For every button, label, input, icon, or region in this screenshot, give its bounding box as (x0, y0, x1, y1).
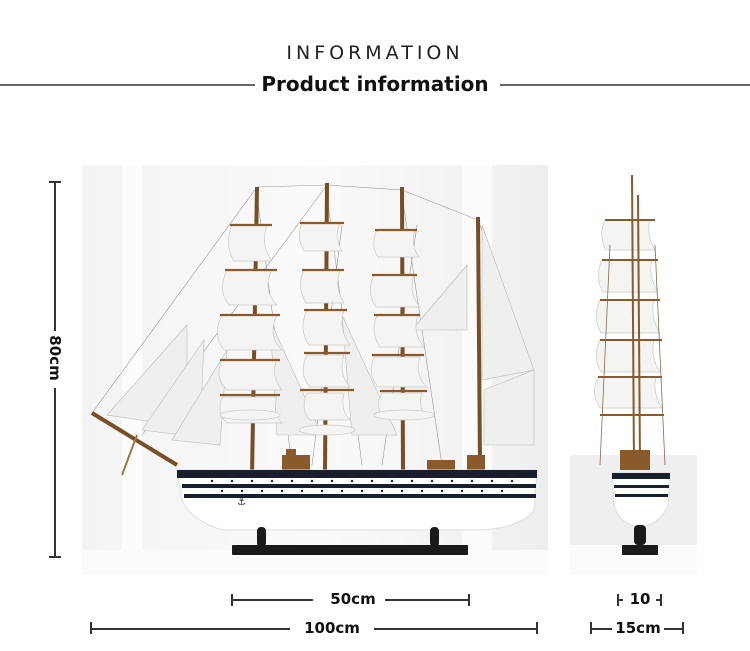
height-label: 80cm (46, 335, 64, 381)
ship-side-illustration: ⚓ (82, 165, 548, 575)
ship-front-view-image (570, 165, 697, 575)
divider-right (500, 84, 750, 86)
total-length-label: 100cm (296, 619, 368, 637)
divider-left (0, 84, 258, 86)
subtitle-text: Product information (255, 72, 495, 96)
total-width-line-left (590, 628, 612, 630)
ship-side-view-image: ⚓ (82, 165, 548, 575)
base-width-line-right (656, 599, 662, 601)
total-length-line-right (374, 628, 538, 630)
total-width-tick-right (682, 622, 684, 634)
total-length-line-left (90, 628, 290, 630)
section-title: INFORMATION (286, 42, 464, 64)
total-width-label: 15cm (612, 619, 664, 637)
section-subtitle: Product information (0, 72, 750, 96)
height-line-bottom (54, 388, 56, 558)
base-width-tick-right (660, 594, 662, 606)
base-length-line-left (231, 599, 313, 601)
base-length-line-right (385, 599, 470, 601)
total-length-tick-right (536, 622, 538, 634)
base-width-line-left (617, 599, 623, 601)
ship-front-illustration (570, 174, 697, 575)
base-width-label: 10 (626, 590, 654, 608)
base-length-tick-right (468, 594, 470, 606)
svg-text:⚓: ⚓ (237, 497, 246, 508)
height-tick-bottom (49, 556, 61, 558)
total-width-line-right (664, 628, 684, 630)
height-line-top (54, 181, 56, 331)
base-length-label: 50cm (318, 590, 388, 608)
